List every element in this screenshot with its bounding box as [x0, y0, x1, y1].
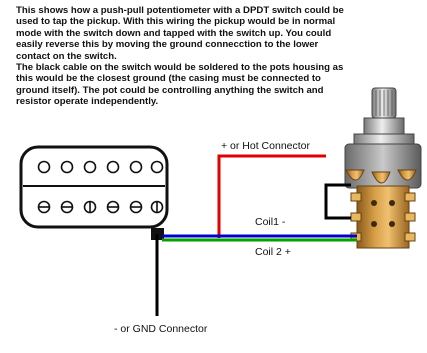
- push-pull-potentiometer: [344, 87, 422, 249]
- humbucker-pickup: [19, 145, 169, 240]
- hot-connector-label: + or Hot Connector: [221, 140, 311, 152]
- ground-connector-label: - or GND Connector: [114, 323, 208, 335]
- description-paragraph-1: This shows how a push-pull potentiometer…: [16, 5, 344, 62]
- wires: [155, 154, 357, 316]
- coil2-label: Coil 2 +: [255, 246, 291, 258]
- coil1-label: Coil1 -: [255, 216, 286, 228]
- hot-wire: [217, 154, 326, 238]
- switch-jumper-wire: [324, 183, 351, 220]
- description-paragraph-2: The black cable on the switch would be s…: [16, 62, 344, 108]
- bottom-pole-screws: [37, 200, 164, 214]
- top-pole-screws: [37, 160, 164, 174]
- description-text: This shows how a push-pull potentiometer…: [16, 5, 346, 108]
